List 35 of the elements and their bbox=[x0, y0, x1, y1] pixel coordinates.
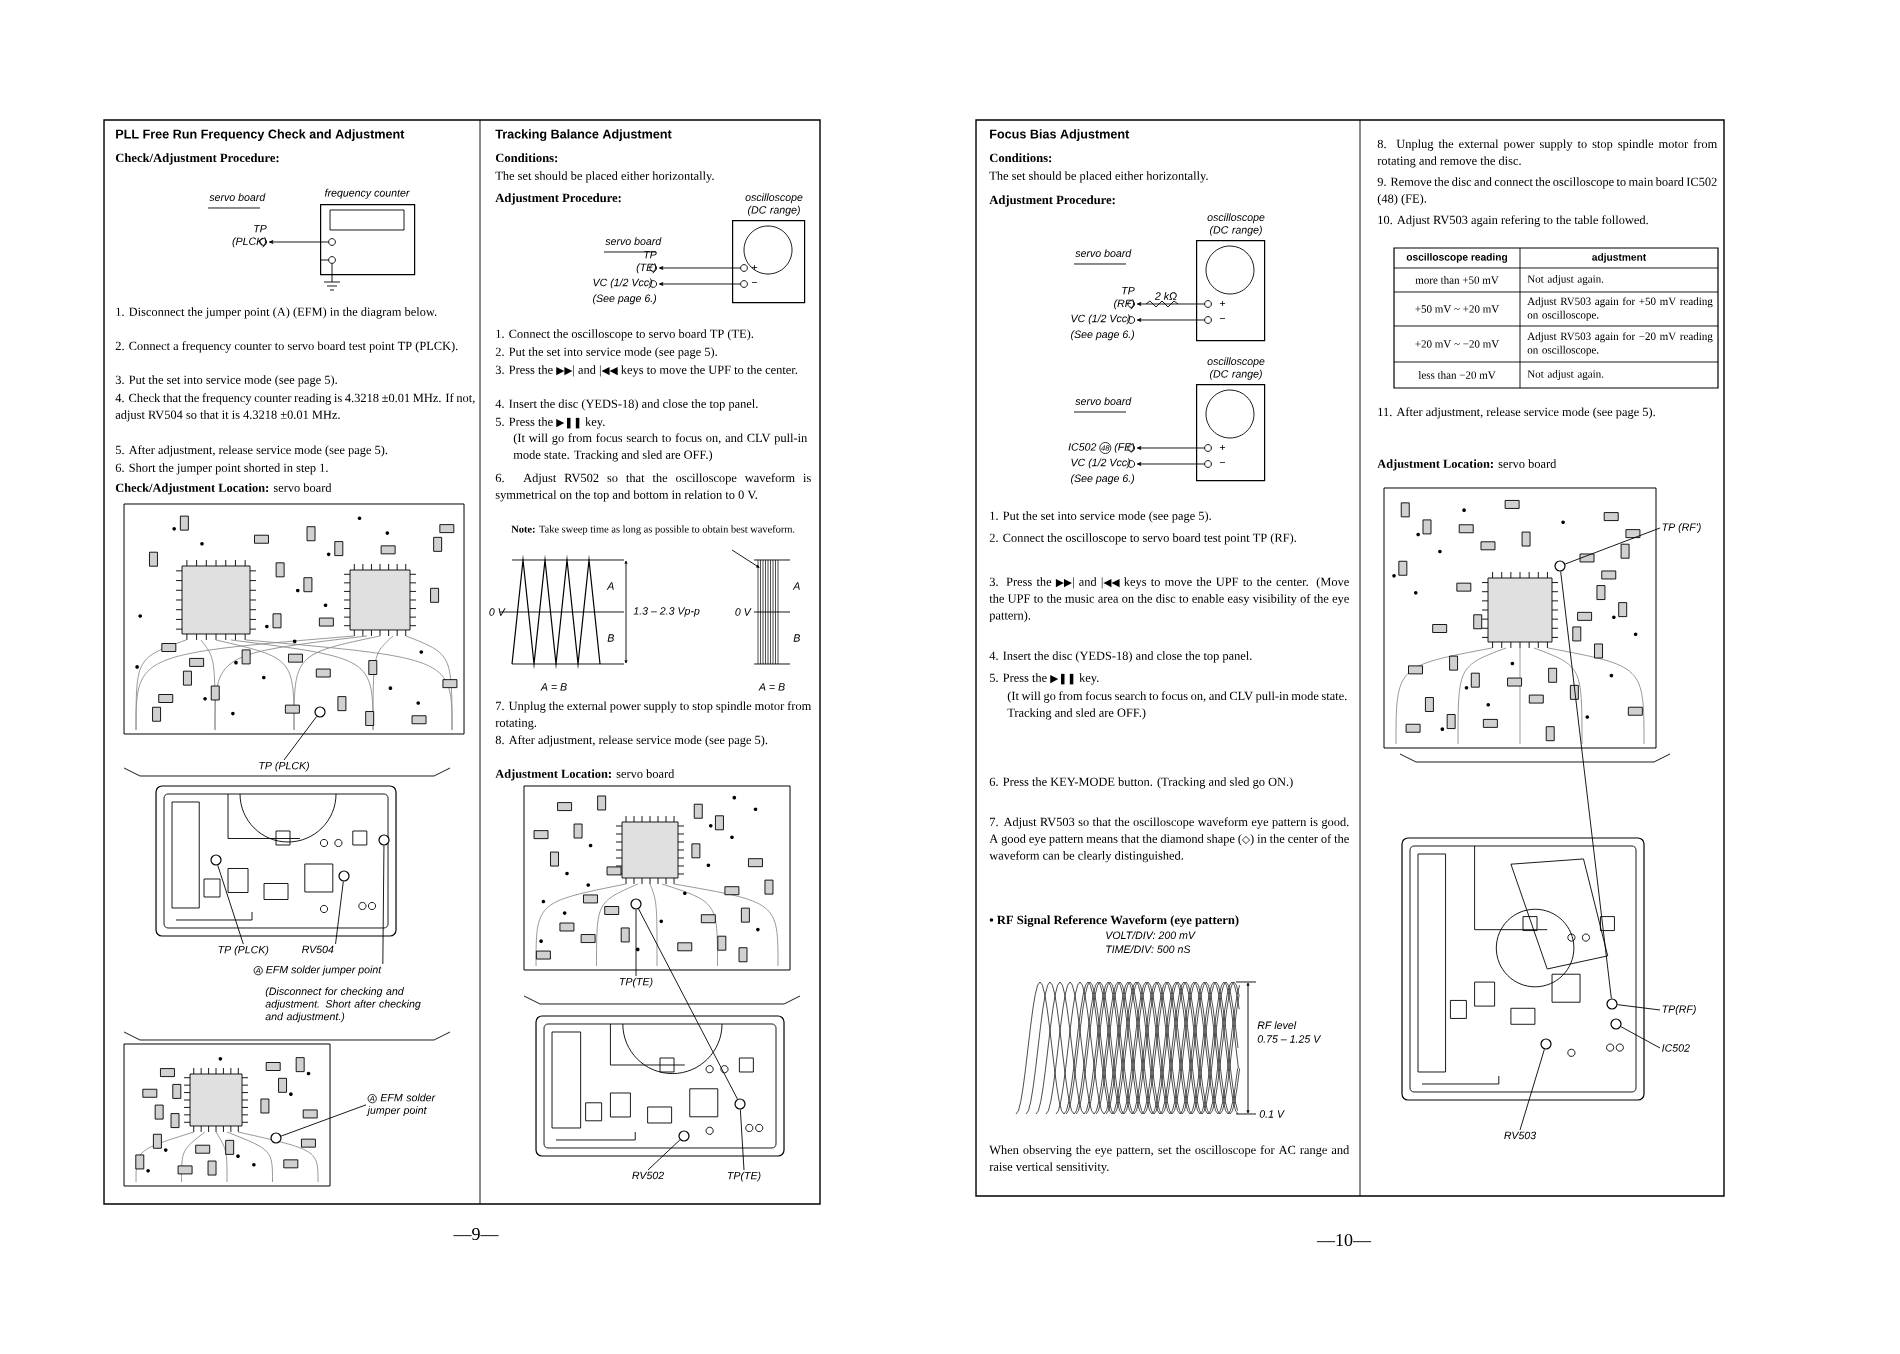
test-point bbox=[338, 870, 350, 882]
arrow bbox=[658, 266, 733, 270]
leader-line bbox=[1560, 571, 1612, 999]
arrow bbox=[1136, 462, 1197, 466]
test-point bbox=[314, 706, 326, 718]
test-point bbox=[630, 898, 642, 910]
test-point bbox=[678, 1130, 690, 1142]
test-point bbox=[210, 854, 222, 866]
test-point bbox=[734, 1098, 746, 1110]
arrow bbox=[1136, 318, 1197, 322]
arrow bbox=[1136, 302, 1197, 306]
leader-line bbox=[739, 1109, 745, 1171]
test-point bbox=[1554, 560, 1566, 572]
leader-line bbox=[635, 909, 637, 977]
leader-line bbox=[382, 845, 385, 965]
test-point bbox=[1606, 998, 1618, 1010]
leader-line bbox=[217, 864, 244, 945]
arrow bbox=[658, 282, 733, 286]
leader-line bbox=[1620, 1026, 1661, 1049]
page-number: —10— bbox=[1316, 1233, 1372, 1247]
leader-line bbox=[647, 1139, 681, 1171]
page-number: —9— bbox=[453, 1227, 499, 1241]
test-point bbox=[1540, 1038, 1552, 1050]
test-point bbox=[1610, 1018, 1622, 1030]
arrow bbox=[1136, 446, 1197, 450]
leader-line bbox=[335, 881, 344, 945]
arrow bbox=[268, 240, 321, 244]
leader-line bbox=[1617, 1004, 1661, 1011]
leader-line bbox=[1519, 1048, 1545, 1131]
test-point bbox=[270, 1132, 282, 1144]
leader-line bbox=[283, 716, 318, 761]
leader-line bbox=[638, 908, 738, 1100]
test-point bbox=[378, 834, 390, 846]
leader-line bbox=[280, 1104, 367, 1137]
leader-line bbox=[1564, 527, 1661, 565]
